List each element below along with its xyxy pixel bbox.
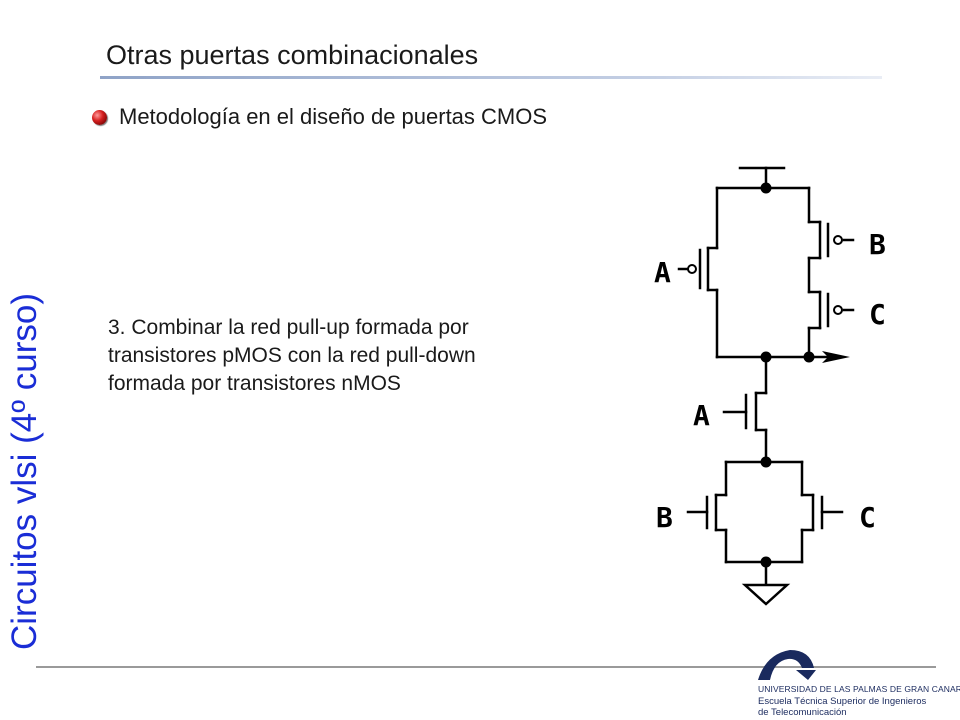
node-pulldown-bottom xyxy=(760,556,772,568)
label-pmos-a: A xyxy=(654,256,671,289)
node-vdd xyxy=(760,182,772,194)
label-nmos-a: A xyxy=(693,399,710,432)
pmos-a-bubble xyxy=(687,264,697,274)
slide-title: Otras puertas combinacionales xyxy=(106,40,479,70)
title-underline xyxy=(100,76,882,79)
pmos-b-bubble xyxy=(833,235,843,245)
cmos-circuit-diagram: A B C A B C xyxy=(654,166,886,606)
node-output-right xyxy=(803,351,815,363)
body-text: 3. Combinar la red pull-up formada por t… xyxy=(108,316,476,395)
gnd-triangle xyxy=(741,583,791,606)
label-nmos-c: C xyxy=(859,501,876,534)
side-title-text: Circuitos vlsi (4º curso) xyxy=(5,292,44,650)
university-name: UNIVERSIDAD DE LAS PALMAS DE GRAN CANARI… xyxy=(758,684,960,694)
school-name-1: Escuela Técnica Superior de Ingenieros xyxy=(758,696,927,707)
school-name-2: de Telecomunicación xyxy=(758,707,847,718)
university-logo: UNIVERSIDAD DE LAS PALMAS DE GRAN CANARI… xyxy=(752,644,960,718)
node-output-left xyxy=(760,351,772,363)
output-arrow xyxy=(822,351,850,363)
label-pmos-b: B xyxy=(869,228,886,261)
bullet-icon xyxy=(92,110,107,125)
pmos-c-bubble xyxy=(833,305,843,315)
university-emblem-icon xyxy=(758,650,816,680)
bullet-text: Metodología en el diseño de puertas CMOS xyxy=(119,104,548,129)
node-pulldown-top xyxy=(760,456,772,468)
label-pmos-c: C xyxy=(869,298,886,331)
label-nmos-b: B xyxy=(656,501,673,534)
footer-divider xyxy=(36,666,936,668)
